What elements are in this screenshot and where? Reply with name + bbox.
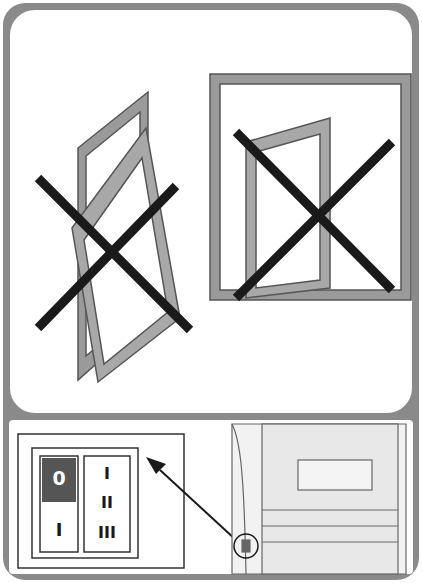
top-panel [9,9,413,414]
level-mark: III [98,525,116,541]
switch-off-mark: 0 [52,469,65,488]
casement-window [210,74,411,300]
switch-on-mark: I [56,521,63,539]
appliance [232,424,406,574]
level-mark: II [101,495,113,511]
cross-mark [236,132,392,298]
bottom-panel [9,420,413,574]
switch-panel [18,434,184,568]
selector-switch [84,456,130,552]
outer-frame [3,3,419,580]
rocker-top [42,458,76,502]
cross-mark [38,178,190,330]
rocker-switch [40,456,78,552]
pointer-arrow [146,457,236,540]
level-mark: I [104,466,110,482]
